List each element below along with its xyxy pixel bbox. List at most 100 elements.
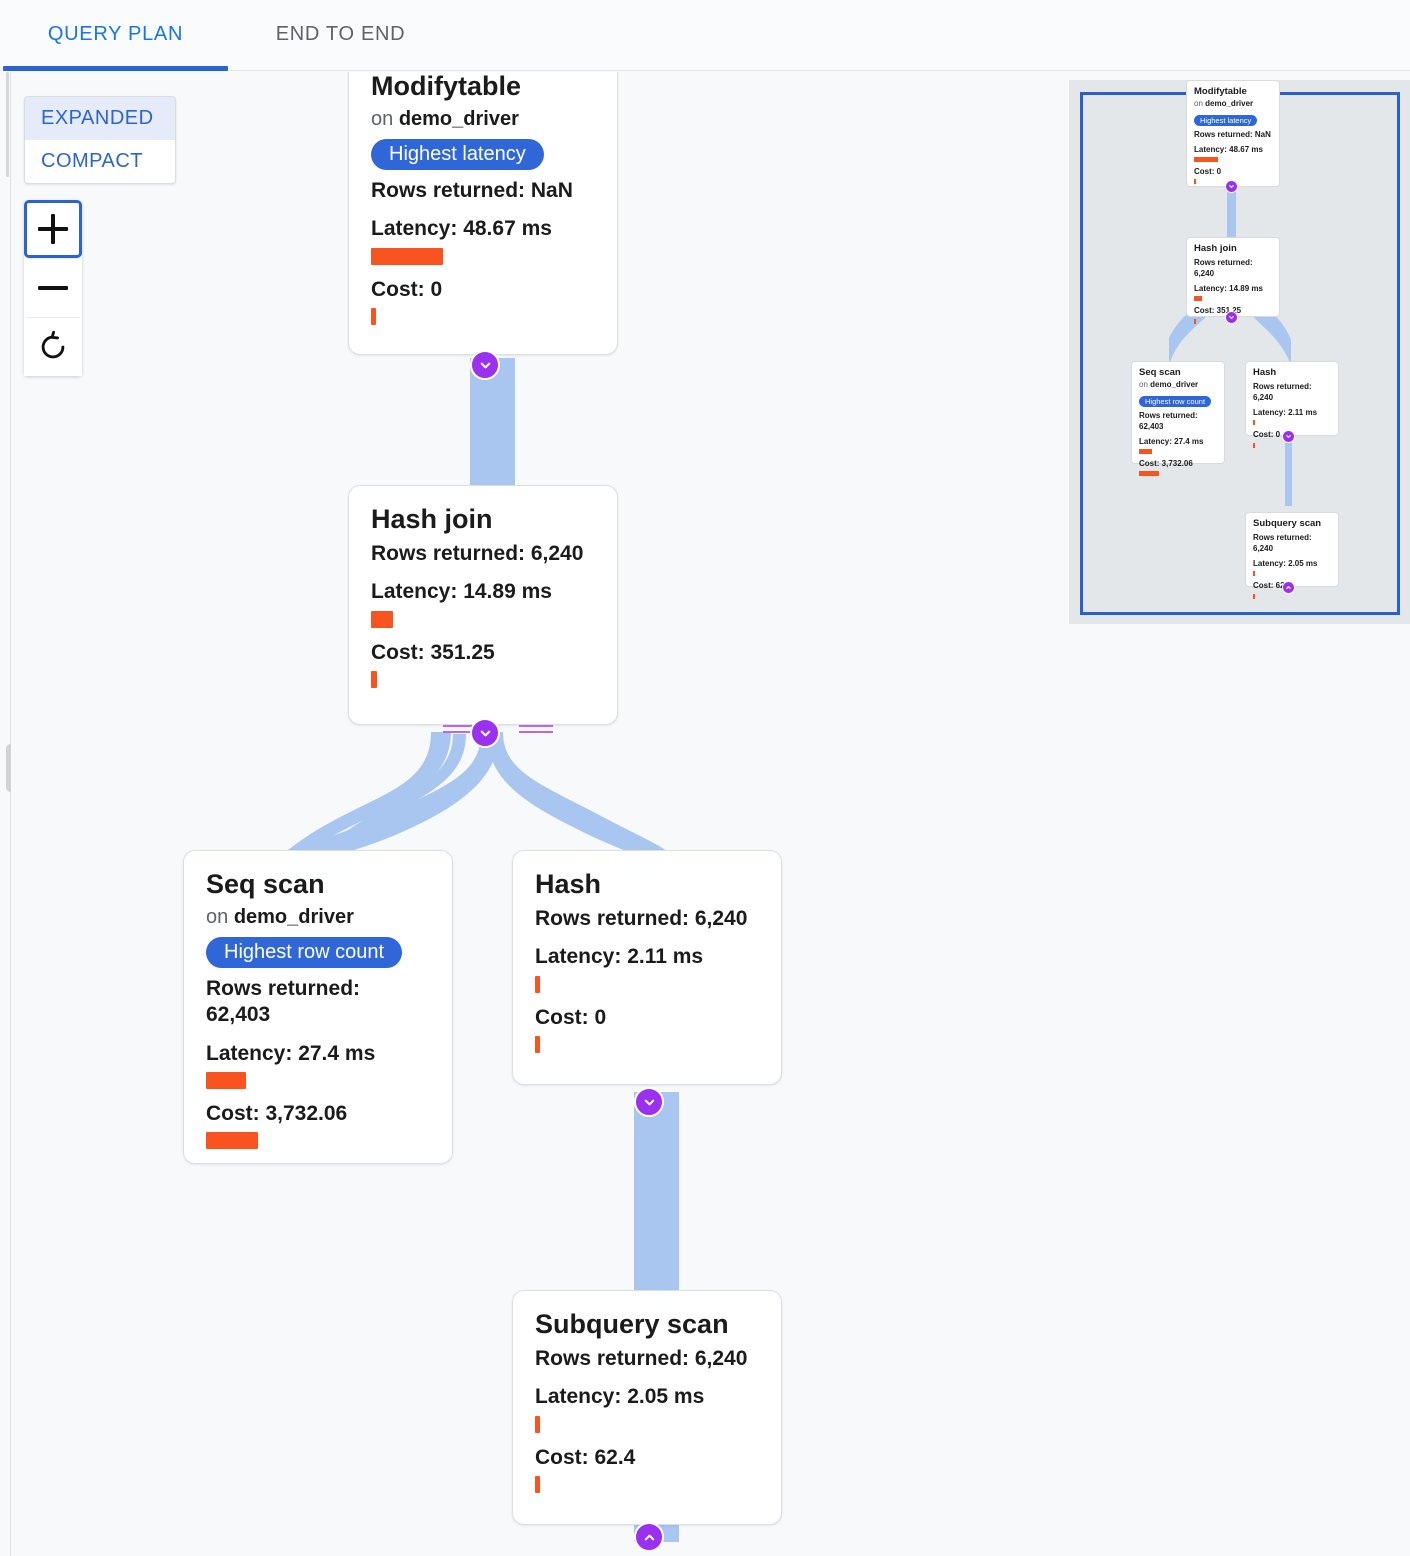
node-title: Seq scan [206, 869, 325, 899]
zoom-in-button[interactable] [24, 200, 82, 258]
node-latency: Latency: 2.11 ms [535, 945, 704, 969]
node-title: Hash join [371, 504, 493, 534]
minimap-node-rows: Rows returned: NaN [1194, 129, 1271, 139]
latency-bar [206, 1071, 246, 1089]
minimap-node-relation-name: demo_driver [1205, 98, 1254, 108]
node-latency: Latency: 14.89 ms [371, 580, 552, 604]
minimap-collapse-hash[interactable] [1282, 430, 1295, 443]
node-rows-returned: Rows returned: 6,240 [535, 1347, 748, 1371]
minimap[interactable]: Modifytable on demo_driver Highest laten… [1069, 80, 1410, 624]
node-title: Modifytable [371, 72, 522, 101]
node-latency: Latency: 48.67 ms [371, 217, 552, 241]
node-cost: Cost: 3,732.06 [206, 1101, 348, 1125]
minimap-node-rows: Rows returned: 6,240 [1253, 532, 1312, 553]
latency-bar [371, 247, 443, 265]
minimap-collapse-hash-join[interactable] [1225, 311, 1238, 324]
minimap-latency-bar [1194, 156, 1218, 162]
divider [26, 317, 80, 318]
collapse-rails-hash-join [443, 722, 553, 738]
plan-node-hash[interactable]: Hash Rows returned: 6,240 Latency: 2.11 … [512, 850, 782, 1085]
plan-node-seq-scan[interactable]: Seq scan on demo_driver Highest row coun… [183, 850, 453, 1164]
node-relation: on demo_driver [371, 108, 595, 131]
minimap-node-cost: Cost: 62.4 [1253, 581, 1292, 591]
zoom-out-button[interactable] [24, 259, 82, 317]
tab-end-to-end[interactable]: END TO END [228, 0, 453, 68]
minimap-cost-bar [1253, 442, 1255, 448]
tab-end-to-end-label: END TO END [275, 22, 406, 45]
expand-toggle-subquery-scan[interactable] [634, 1522, 664, 1552]
minimap-latency-bar [1253, 420, 1255, 426]
zoom-controls [24, 200, 82, 376]
minimap-node-badge: Highest row count [1139, 395, 1212, 407]
plan-node-hash-join[interactable]: Hash join Rows returned: 6,240 Latency: … [348, 485, 618, 725]
chevron-up-icon [644, 1534, 654, 1540]
node-relation-prefix: on [371, 108, 394, 131]
chevron-down-icon [480, 362, 490, 368]
minimap-node-latency: Latency: 14.89 ms [1194, 284, 1263, 294]
node-rows-returned: Rows returned: 6,240 [535, 907, 748, 931]
node-cost: Cost: 351.25 [371, 640, 495, 664]
minimap-latency-bar [1139, 449, 1152, 455]
node-relation-prefix: on [206, 906, 229, 929]
minimap-node-badge: Highest latency [1194, 114, 1258, 126]
cost-bar [371, 670, 377, 688]
minimap-node-hash-join[interactable]: Hash join Rows returned: 6,240 Latency: … [1186, 237, 1280, 324]
minimap-node-title: Seq scan [1139, 367, 1181, 378]
panel-resize-handle[interactable] [6, 744, 15, 792]
chevron-down-icon [1286, 435, 1291, 438]
view-mode-compact-label: COMPACT [41, 150, 144, 172]
tab-query-plan[interactable]: QUERY PLAN [3, 0, 228, 68]
divider [26, 258, 80, 259]
node-title: Subquery scan [535, 1309, 729, 1339]
plan-canvas[interactable]: Modifytable on demo_driver Highest laten… [11, 72, 1410, 1556]
view-mode-compact[interactable]: COMPACT [25, 140, 175, 183]
tab-bar: QUERY PLAN END TO END [0, 0, 1410, 71]
node-relation: on demo_driver [206, 906, 430, 929]
collapse-toggle-hash[interactable] [634, 1087, 664, 1117]
node-latency: Latency: 2.05 ms [535, 1385, 705, 1409]
latency-bar [371, 610, 393, 628]
node-title: Hash [535, 869, 602, 899]
minimap-node-relation: on demo_driver [1194, 99, 1272, 110]
minimap-node-modifytable[interactable]: Modifytable on demo_driver Highest laten… [1186, 80, 1280, 187]
view-mode-expanded-label: EXPANDED [41, 107, 154, 129]
minimap-latency-bar [1194, 296, 1202, 302]
chevron-down-icon [1229, 185, 1234, 188]
chevron-up-icon [1286, 586, 1291, 589]
node-relation-name: demo_driver [398, 108, 519, 131]
tab-list: QUERY PLAN END TO END [3, 0, 453, 68]
minimap-node-title: Hash [1253, 367, 1277, 378]
reset-icon [41, 330, 65, 359]
rail-line [443, 731, 477, 733]
zoom-reset-button[interactable] [24, 318, 82, 376]
minimap-node-latency: Latency: 48.67 ms [1194, 144, 1263, 154]
node-cost: Cost: 62.4 [535, 1445, 636, 1469]
minimap-node-cost: Cost: 3,732.06 [1139, 459, 1193, 469]
collapse-toggle-hash-join[interactable] [470, 718, 500, 748]
cost-bar [371, 307, 376, 325]
node-badge-highest-latency: Highest latency [371, 139, 544, 171]
minimap-node-latency: Latency: 27.4 ms [1139, 436, 1204, 446]
cost-bar [535, 1035, 540, 1053]
minimap-expand-subquery-scan[interactable] [1282, 581, 1295, 594]
minimap-node-rows: Rows returned: 6,240 [1253, 381, 1312, 402]
view-mode-toggle[interactable]: EXPANDED COMPACT [24, 96, 176, 184]
minimap-node-relation-prefix: on [1194, 98, 1203, 108]
minimap-collapse-modifytable[interactable] [1225, 180, 1238, 193]
node-cost: Cost: 0 [371, 277, 443, 301]
minimap-node-rows: Rows returned: 6,240 [1194, 257, 1253, 278]
minimap-node-subquery-scan[interactable]: Subquery scan Rows returned: 6,240 Laten… [1245, 512, 1339, 599]
minimap-node-title: Hash join [1194, 243, 1237, 254]
minimap-cost-bar [1194, 318, 1196, 324]
latency-bar [535, 975, 540, 993]
minimap-node-title: Subquery scan [1253, 518, 1322, 529]
minimap-node-seq-scan[interactable]: Seq scan on demo_driver Highest row coun… [1131, 361, 1225, 477]
node-cost: Cost: 0 [535, 1005, 607, 1029]
node-badge-highest-row-count: Highest row count [206, 937, 403, 969]
plan-node-subquery-scan[interactable]: Subquery scan Rows returned: 6,240 Laten… [512, 1290, 782, 1525]
plan-node-modifytable[interactable]: Modifytable on demo_driver Highest laten… [348, 72, 618, 355]
minimap-node-hash[interactable]: Hash Rows returned: 6,240 Latency: 2.11 … [1245, 361, 1339, 448]
collapse-toggle-modifytable[interactable] [470, 350, 500, 380]
view-mode-expanded[interactable]: EXPANDED [25, 97, 175, 140]
